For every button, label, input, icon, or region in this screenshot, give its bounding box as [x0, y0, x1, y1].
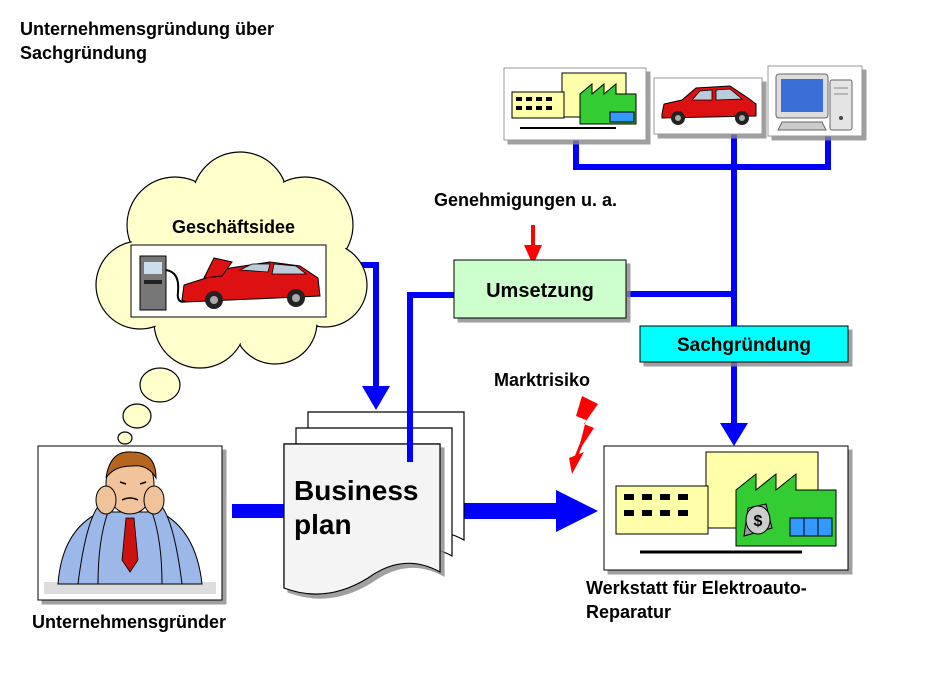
lightning-icon — [569, 396, 598, 474]
title-line1: Unternehmensgründung über — [20, 19, 274, 39]
market-risk-label: Marktrisiko — [494, 370, 590, 390]
implementation-label: Umsetzung — [486, 280, 594, 302]
arrowhead-to-workshop — [720, 423, 748, 446]
permits-label: Genehmigungen u. a. — [434, 190, 617, 210]
business-plan-label-line1: Business — [294, 475, 419, 506]
svg-text:$: $ — [754, 513, 763, 530]
idea-label: Geschäftsidee — [172, 217, 295, 237]
thought-bubbles — [117, 367, 181, 445]
founder-label: Unternehmensgründer — [32, 612, 226, 632]
business-plan-document: Business plan — [283, 411, 465, 595]
workshop-label-line2: Reparatur — [586, 602, 671, 622]
title-line2: Sachgründung — [20, 43, 147, 63]
asset-founding-box: Sachgründung — [639, 325, 849, 363]
arrowhead-to-business-plan — [362, 386, 390, 410]
founder-image — [37, 445, 223, 601]
business-plan-label-line2: plan — [294, 509, 352, 540]
asset-car-image — [653, 77, 763, 135]
idea-image — [130, 244, 327, 318]
asset-founding-label: Sachgründung — [677, 335, 811, 356]
implementation-box: Umsetzung — [453, 259, 627, 319]
permits-arrow — [524, 225, 542, 265]
asset-factory-image — [503, 67, 647, 141]
founder-to-plan-connector — [232, 504, 288, 518]
asset-computer-image — [767, 65, 863, 137]
workshop-image: $ — [603, 445, 849, 571]
plan-to-workshop-arrow — [462, 490, 598, 532]
workshop-label-line1: Werkstatt für Elektroauto- — [586, 578, 807, 598]
